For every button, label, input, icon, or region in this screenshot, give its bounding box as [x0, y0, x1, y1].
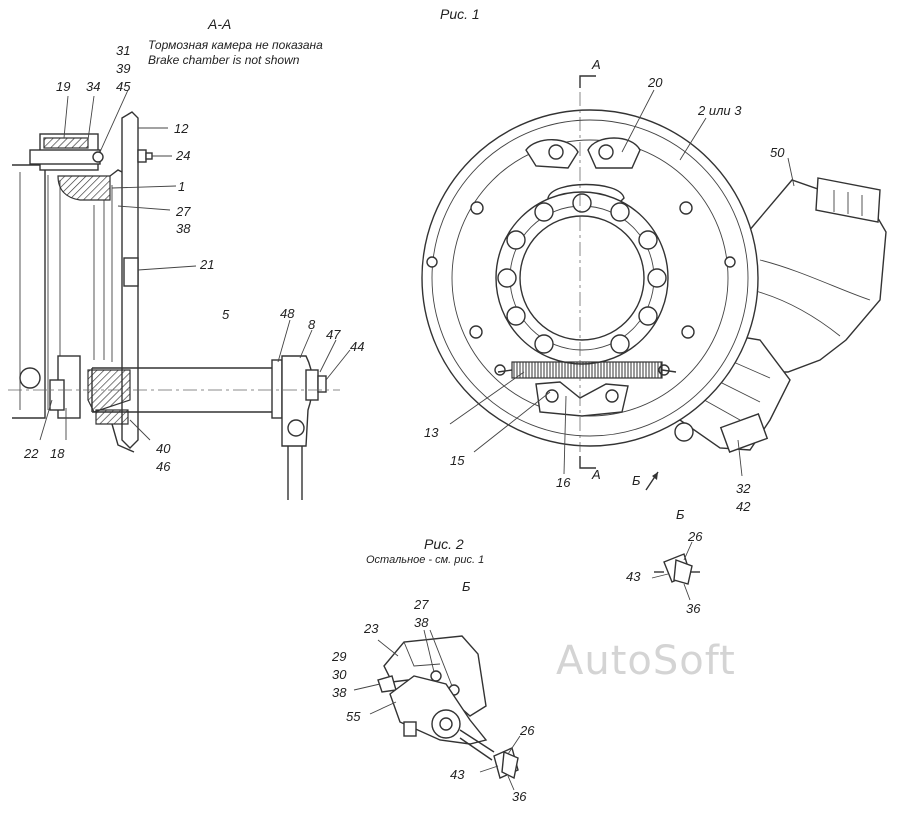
fig2-label-38b: 38	[332, 685, 347, 700]
view-b-label-26: 26	[688, 529, 703, 544]
label-40: 40	[156, 441, 171, 456]
label-13: 13	[424, 425, 439, 440]
label-22: 22	[24, 446, 39, 461]
label-44: 44	[350, 339, 365, 354]
fig2-label-43: 43	[450, 767, 465, 782]
label-46: 46	[156, 459, 171, 474]
fig2-subcaption: Остальное - см. рис. 1	[366, 554, 485, 566]
fig2-view-title: Б	[462, 579, 471, 594]
view-b-small-leaders	[651, 541, 693, 601]
section-aa-leaders	[39, 89, 351, 441]
label-12: 12	[174, 121, 189, 136]
label-8: 8	[308, 317, 316, 332]
fig2-label-55: 55	[346, 709, 361, 724]
label-42: 42	[736, 499, 751, 514]
watermark: AutoSoft	[556, 638, 736, 684]
note-ru: Тормозная камера не показана	[148, 38, 323, 52]
label-50: 50	[770, 145, 785, 160]
view-mark-b: Б	[632, 473, 641, 488]
brake-assembly-view	[421, 75, 887, 491]
view-b-small	[654, 553, 700, 585]
fig2-label-29: 29	[332, 649, 347, 664]
fig2-label-36: 36	[512, 789, 527, 804]
label-21: 21	[200, 257, 215, 272]
label-48: 48	[280, 306, 295, 321]
label-19: 19	[56, 79, 71, 94]
label-16: 16	[556, 475, 571, 490]
fig1-caption: Рис. 1	[440, 6, 480, 22]
label-5: 5	[222, 307, 230, 322]
label-1: 1	[178, 179, 186, 194]
brake-view-leaders	[449, 89, 795, 477]
label-2-or-3: 2 или 3	[698, 103, 742, 118]
label-32: 32	[736, 481, 751, 496]
label-27: 27	[176, 204, 191, 219]
fig2-label-27: 27	[414, 597, 429, 612]
fig2-label-23: 23	[364, 621, 379, 636]
view-b-small-title: Б	[676, 507, 685, 522]
label-20: 20	[648, 75, 663, 90]
fig2-caption: Рис. 2	[424, 536, 464, 552]
label-18: 18	[50, 446, 65, 461]
label-24: 24	[176, 148, 191, 163]
label-45: 45	[116, 79, 131, 94]
fig2-assembly	[377, 635, 519, 780]
view-b-label-36: 36	[686, 601, 701, 616]
view-b-label-43: 43	[626, 569, 641, 584]
fig2-leaders	[353, 629, 521, 791]
cut-mark-bottom: А	[592, 467, 601, 482]
note-en: Brake chamber is not shown	[148, 53, 300, 67]
label-38: 38	[176, 221, 191, 236]
fig2-label-30: 30	[332, 667, 347, 682]
label-39: 39	[116, 61, 131, 76]
fig2-label-26: 26	[520, 723, 535, 738]
label-47: 47	[326, 327, 341, 342]
cut-mark-top: А	[592, 57, 601, 72]
label-15: 15	[450, 453, 465, 468]
label-34: 34	[86, 79, 101, 94]
label-31: 31	[116, 43, 131, 58]
fig2-label-38: 38	[414, 615, 429, 630]
section-title: А-А	[208, 16, 232, 32]
